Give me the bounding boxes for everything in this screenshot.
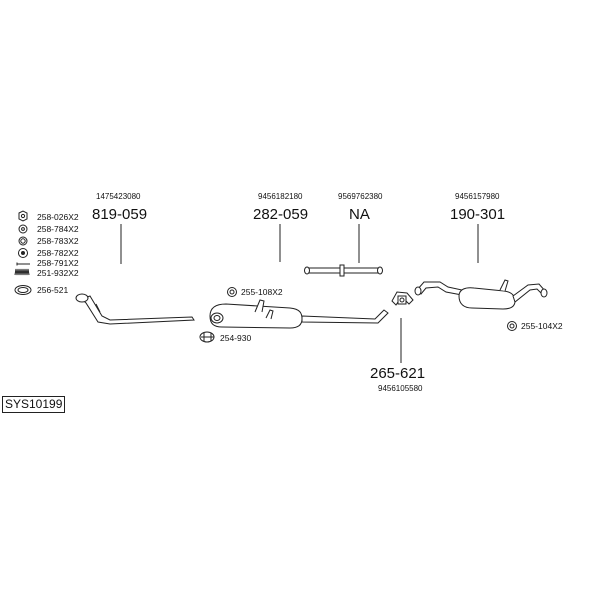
diagram-id-label: SYS10199 xyxy=(2,396,66,413)
fitting-item[interactable]: 255-108X2 xyxy=(227,287,283,297)
accessory-label: 258-784X2 xyxy=(37,224,79,234)
accessory-item[interactable]: 251-932X2 xyxy=(14,268,79,278)
accessory-label: 256-521 xyxy=(37,285,68,295)
accessory-label: 258-782X2 xyxy=(37,248,79,258)
fitting-label: 254-930 xyxy=(220,333,251,343)
fitting-label: 255-104X2 xyxy=(521,321,563,331)
part-oem-number: 9569762380 xyxy=(338,192,383,201)
accessory-item[interactable]: 258-782X2 xyxy=(18,248,79,258)
part-oem-number: 1475423080 xyxy=(96,192,141,201)
part-oem-number: 9456105580 xyxy=(378,384,423,393)
part-code[interactable]: 819-059 xyxy=(92,206,147,223)
connecting-pipe-part[interactable] xyxy=(304,264,383,277)
part-code[interactable]: 265-621 xyxy=(370,365,425,382)
accessory-label: 258-783X2 xyxy=(37,236,79,246)
part-code[interactable]: 282-059 xyxy=(253,206,308,223)
fitting-item[interactable]: 254-930 xyxy=(199,331,251,343)
accessory-item[interactable]: 256-521 xyxy=(14,285,68,295)
part-code[interactable]: NA xyxy=(349,206,370,223)
accessory-item[interactable]: 258-026X2 xyxy=(18,210,79,222)
spring-icon xyxy=(14,268,30,276)
middle-silencer-part[interactable] xyxy=(209,299,389,329)
accessory-label: 258-791X2 xyxy=(37,258,79,268)
fitting-item[interactable]: 255-104X2 xyxy=(507,321,563,331)
part-oem-number: 9456157980 xyxy=(455,192,500,201)
bolt-icon xyxy=(16,262,30,266)
clamp-icon xyxy=(199,331,215,343)
front-pipe-part[interactable] xyxy=(75,293,195,325)
fitting-label: 255-108X2 xyxy=(241,287,283,297)
accessory-label: 251-932X2 xyxy=(37,268,79,278)
accessory-item[interactable]: 258-791X2 xyxy=(16,258,79,268)
part-code[interactable]: 190-301 xyxy=(450,206,505,223)
accessory-item[interactable]: 258-784X2 xyxy=(18,224,79,234)
mounting-bracket-part[interactable] xyxy=(391,291,414,306)
rear-silencer-part[interactable] xyxy=(414,279,548,310)
accessory-label: 258-026X2 xyxy=(37,212,79,222)
accessory-item[interactable]: 258-783X2 xyxy=(18,236,79,246)
accessory-list: 258-026X2 258-784X2 258-783X2 258-782X2 … xyxy=(14,210,79,295)
part-oem-number: 9456182180 xyxy=(258,192,303,201)
